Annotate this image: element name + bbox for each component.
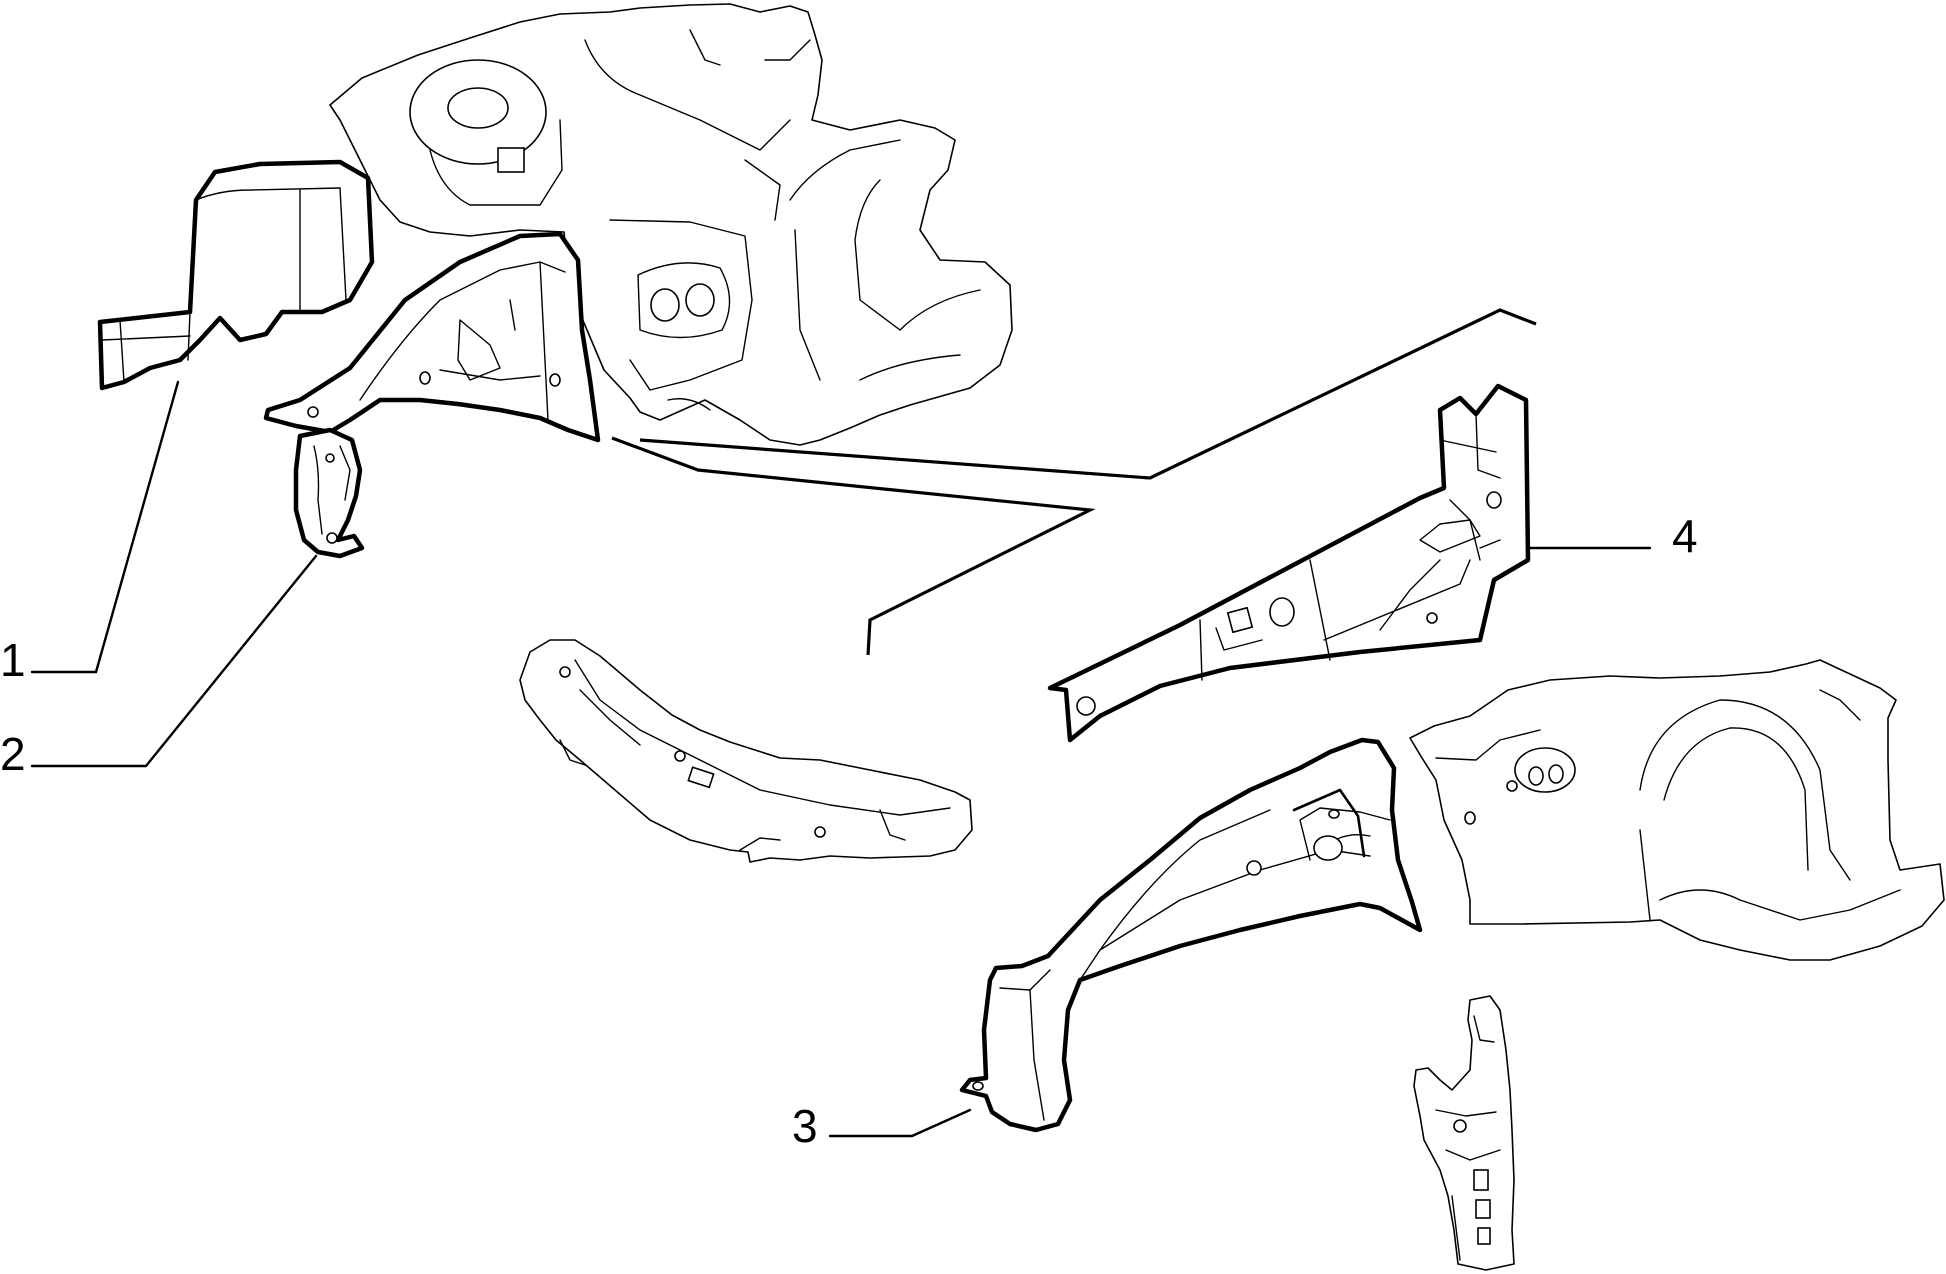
callout-1: 1 [0, 634, 26, 686]
callout-3: 3 [792, 1100, 818, 1152]
part-4-side-member [1047, 383, 1531, 743]
callout-2: 2 [0, 728, 26, 780]
front-structure-assembly [329, 3, 1013, 446]
part-1-wheelhouse-panel [97, 159, 375, 391]
part-2-front-rail-bracket [263, 231, 601, 559]
callout-leader-lines [30, 380, 1652, 1138]
crossmember-part [519, 639, 973, 863]
right-wheelhouse-part [1409, 659, 1945, 961]
callout-4: 4 [1672, 510, 1698, 562]
group-bracket-lines [611, 308, 1537, 656]
front-support-part [1413, 995, 1515, 1271]
part-3-front-rail [959, 737, 1423, 1133]
